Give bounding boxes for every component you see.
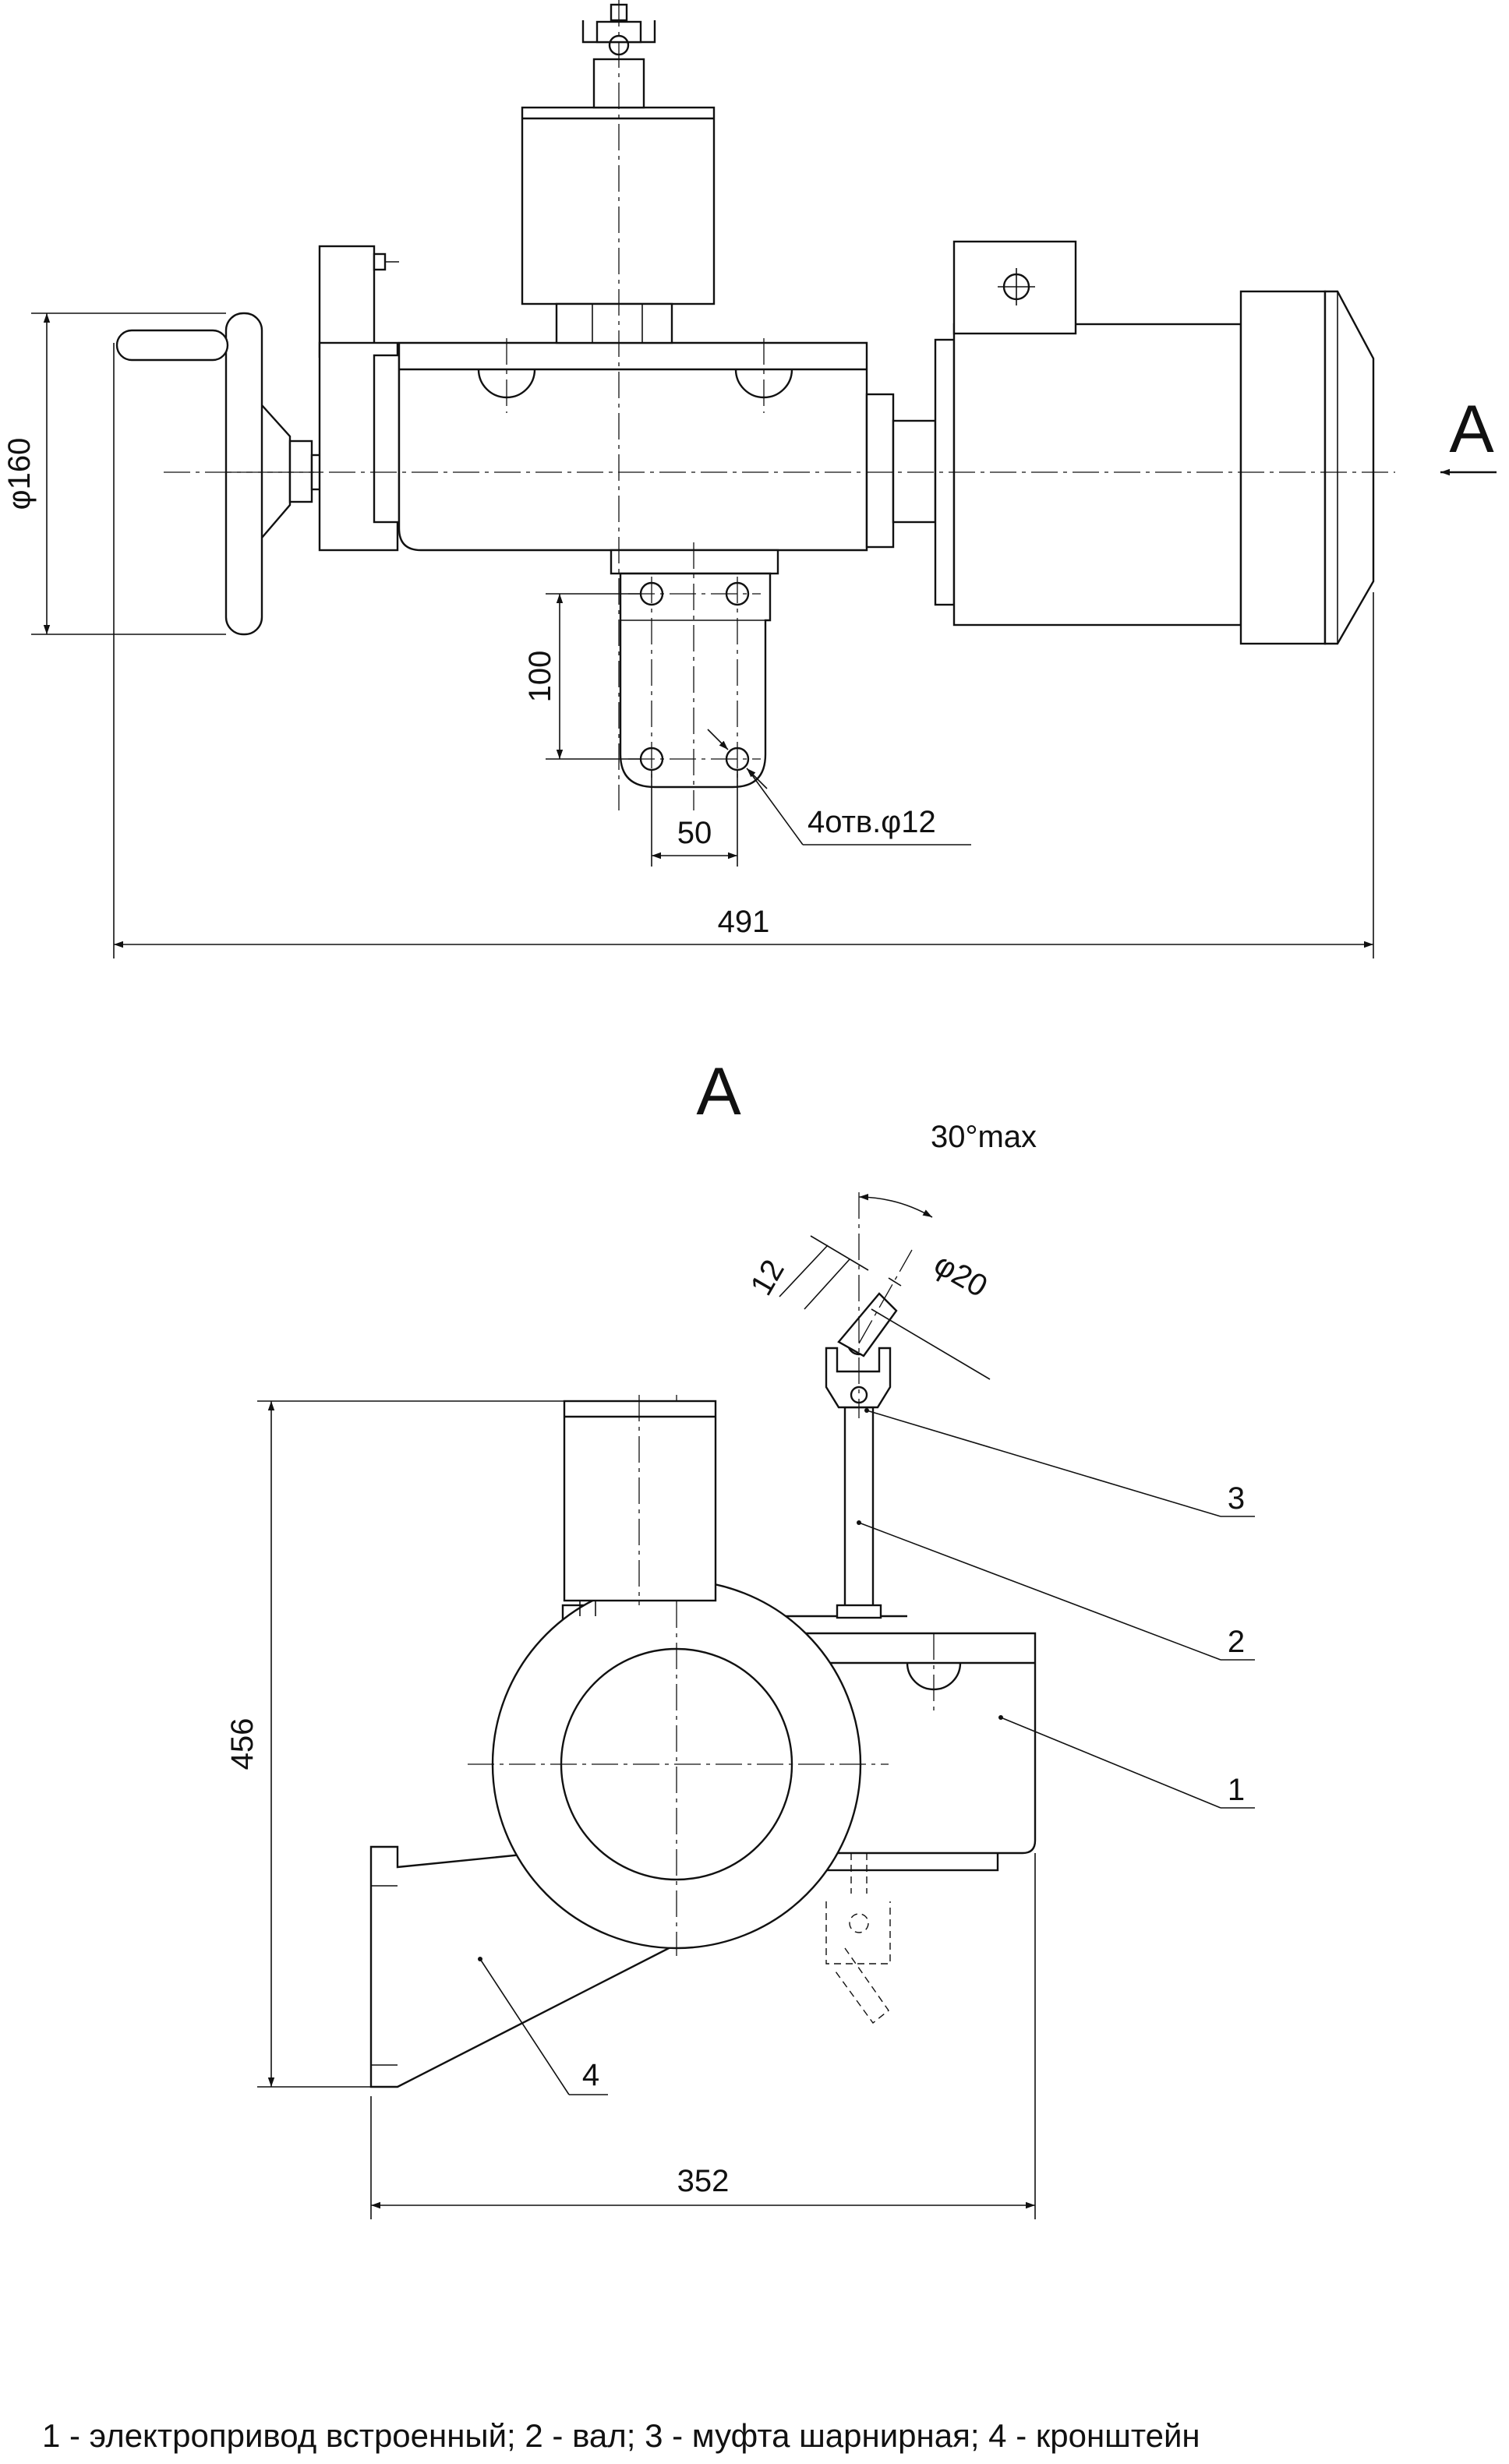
dim-hole-spacing-vertical-label: 100 (523, 651, 557, 703)
dimension-hole-spacing-horizontal: 50 (651, 770, 738, 867)
callout-1-label: 1 (1228, 1773, 1245, 1807)
callout-1: 1 (998, 1715, 1255, 1809)
dim-hole-spacing-horizontal-label: 50 (677, 816, 712, 850)
gear-housing (398, 338, 868, 552)
callout-2: 2 (857, 1520, 1255, 1661)
handwheel (115, 312, 366, 636)
dimension-angle: 30°max (858, 1120, 1037, 1218)
callout-4-label: 4 (582, 2058, 599, 2092)
top-view: φ160 100 50 4отв.φ12 (2, 0, 1497, 958)
view-a: A (225, 1054, 1255, 2219)
mounting-lug (610, 549, 779, 789)
view-direction-arrow: A (1440, 392, 1497, 476)
actuator-housing (468, 1395, 1037, 1956)
dim-shaft-diameter-label: φ20 (928, 1247, 993, 1304)
dim-shaft-length-label: 12 (744, 1254, 791, 1301)
dimension-width: 352 (370, 1853, 1036, 2219)
dimension-shaft-length: 12 (744, 1235, 869, 1310)
dim-overall-length-label: 491 (718, 905, 770, 939)
dimension-hole-spacing-vertical: 100 (523, 593, 641, 760)
dimension-overall-length: 491 (113, 343, 1374, 958)
callout-4: 4 (478, 1957, 608, 2095)
callout-2-label: 2 (1228, 1625, 1245, 1659)
hand-drive-bracket (318, 245, 401, 552)
dim-width-label: 352 (677, 2164, 730, 2198)
dimension-wheel-diameter: φ160 (2, 312, 226, 635)
parts-legend: 1 - электропривод встроенный; 2 - вал; 3… (42, 2417, 1200, 2454)
view-a-motor (563, 1395, 717, 1616)
dimension-height: 456 (225, 1400, 564, 2088)
callout-3: 3 (864, 1408, 1255, 1517)
electric-motor (952, 240, 1375, 645)
dim-wheel-diameter-label: φ160 (2, 438, 37, 510)
shaft (836, 1406, 882, 1619)
view-a-title: A (696, 1054, 741, 1129)
angle-label: 30°max (931, 1120, 1037, 1154)
joint-coupling (825, 1192, 913, 1418)
holes-callout: 4отв.φ12 (707, 729, 971, 845)
view-arrow-label: A (1449, 392, 1494, 467)
hidden-lower-joint (825, 1853, 891, 2025)
dim-height-label: 456 (225, 1718, 260, 1770)
callout-3-label: 3 (1228, 1481, 1245, 1516)
holes-callout-label: 4отв.φ12 (808, 805, 936, 839)
top-actuator (521, 3, 716, 344)
